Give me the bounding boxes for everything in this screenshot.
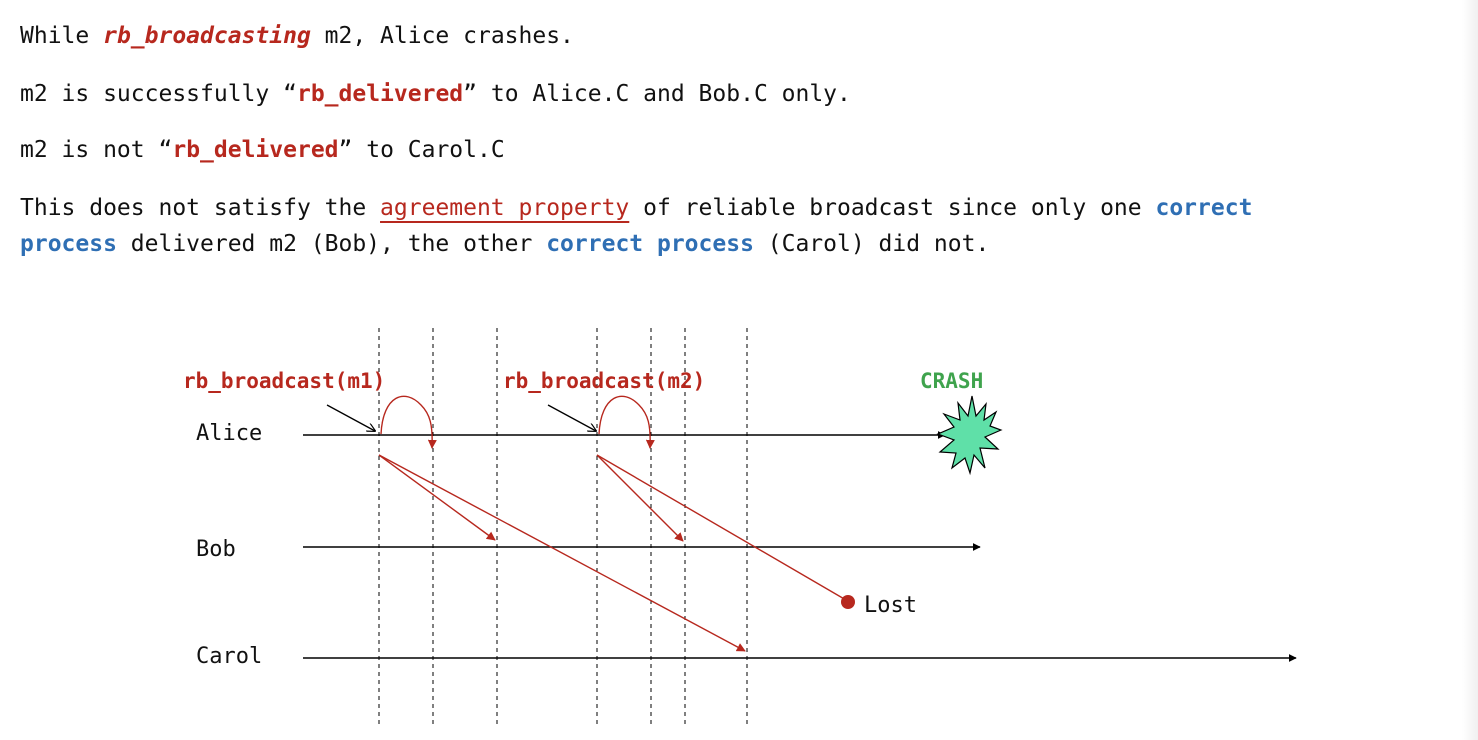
process-label-bob: Bob [196,537,236,562]
text: to Carol.C [352,137,505,163]
rb-delivered-term: rb_delivered [296,81,464,107]
text-line-1: While rb_broadcasting m2, Alice crashes. [20,18,574,54]
agreement-property-link[interactable]: agreement property [380,195,630,221]
broadcast-label-m1: rb_broadcast(m1) [183,369,385,393]
m2-to-carol-lost-line [596,454,847,601]
m1-self-delivery-arrow [380,395,437,449]
text: m2 is not [20,137,159,163]
text-line-3: m2 is not “rb_delivered” to Carol.C [20,132,505,168]
lost-label: Lost [864,593,917,618]
broadcast-label-m2: rb_broadcast(m2) [503,369,705,393]
rb-broadcasting-term: rb_broadcasting [103,23,311,49]
crash-label: CRASH [920,369,983,393]
text: m2, Alice crashes. [310,23,574,49]
m2-self-delivery-arrow [598,395,655,449]
text: This does not satisfy the [20,195,381,221]
broadcast-pointer-m1 [326,404,375,431]
m1-to-carol-arrow [378,454,746,652]
window-edge-shadow [1462,0,1478,740]
correct-process-term: process [20,231,117,257]
text: to Alice.C and Bob.C only. [477,81,851,107]
process-label-carol: Carol [196,644,262,669]
close-quote: ” [338,137,353,163]
broadcast-pointer-m2 [547,404,596,431]
correct-process-term: correct [1155,195,1253,221]
timelines [303,431,1297,662]
open-quote: “ [283,81,297,107]
text: of reliable broadcast since only one [629,195,1156,221]
lost-message-dot [841,595,855,609]
m2-to-bob-arrow [596,454,684,542]
rb-delivered-term: rb_delivered [172,137,339,163]
time-markers [378,328,748,728]
m1-to-bob-arrow [378,454,496,541]
text: (Carol) did not. [753,231,990,257]
crash-burst-icon [936,395,1003,476]
process-label-alice: Alice [196,421,262,446]
text: delivered m2 (Bob), the other [116,231,547,257]
text-paragraph-4: This does not satisfy the agreement prop… [20,190,1252,262]
close-quote: ” [463,81,477,107]
open-quote: “ [158,137,173,163]
messages [378,395,847,652]
text: m2 is successfully [20,81,284,107]
text-line-2: m2 is successfully “rb_delivered” to Ali… [20,76,851,112]
text: While [20,23,104,49]
correct-process-term: correct process [546,231,754,257]
